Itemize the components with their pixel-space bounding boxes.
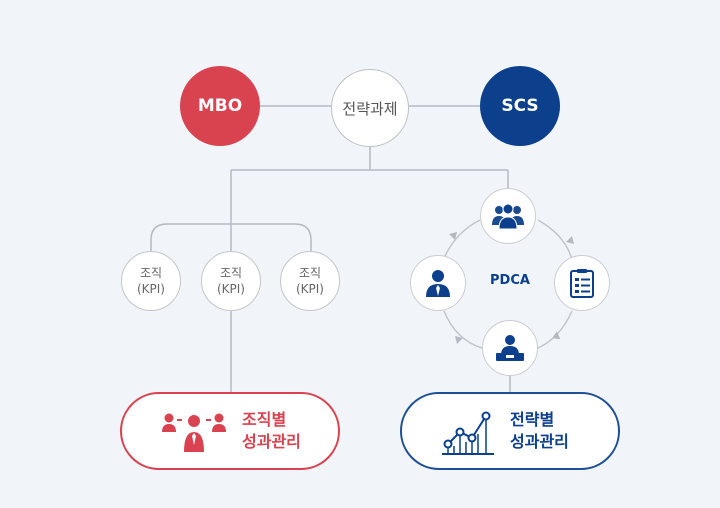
strategy-performance-text: 전략별 성과관리: [510, 409, 569, 453]
kpi-node-1-title: 조직: [139, 266, 163, 280]
strategy-performance-line1: 전략별: [510, 410, 555, 429]
pdca-arrowheads: [449, 232, 574, 344]
checklist-icon: [570, 269, 594, 298]
org-performance-box: 조직별 성과관리: [120, 392, 340, 470]
team-icon-node: [480, 188, 536, 244]
person-icon: [426, 270, 450, 297]
presenter-icon-node: [482, 320, 538, 376]
kpi-node-2-sub: (KPI): [216, 282, 245, 296]
strategy-performance-box: 전략별 성과관리: [400, 392, 620, 470]
mbo-node: MBO: [180, 66, 260, 146]
scs-label: SCS: [501, 96, 539, 116]
scs-node: SCS: [480, 66, 560, 146]
strategy-performance-line2: 성과관리: [510, 432, 569, 451]
kpi-node-2: 조직 (KPI): [201, 251, 261, 311]
growth-chart-icon: [442, 411, 494, 455]
person-icon-node: [410, 255, 466, 311]
kpi-node-3-title: 조직: [298, 266, 322, 280]
kpi-node-2-title: 조직: [219, 266, 243, 280]
team-icon: [492, 203, 524, 230]
strategic-task-node: 전략과제: [331, 69, 409, 147]
mbo-label: MBO: [197, 96, 243, 116]
line-kpi-arch: [150, 223, 312, 251]
pdca-label: PDCA: [490, 273, 530, 288]
people-network-icon: [162, 413, 226, 452]
org-performance-line1: 조직별: [242, 410, 287, 429]
org-performance-line2: 성과관리: [242, 432, 301, 451]
kpi-node-3: 조직 (KPI): [280, 251, 340, 311]
kpi-node-1-sub: (KPI): [136, 282, 165, 296]
kpi-node-3-sub: (KPI): [295, 282, 324, 296]
checklist-icon-node: [554, 255, 610, 311]
org-performance-text: 조직별 성과관리: [242, 409, 301, 453]
kpi-node-1: 조직 (KPI): [121, 251, 181, 311]
presenter-icon: [496, 335, 524, 361]
strategic-task-label: 전략과제: [342, 99, 398, 118]
